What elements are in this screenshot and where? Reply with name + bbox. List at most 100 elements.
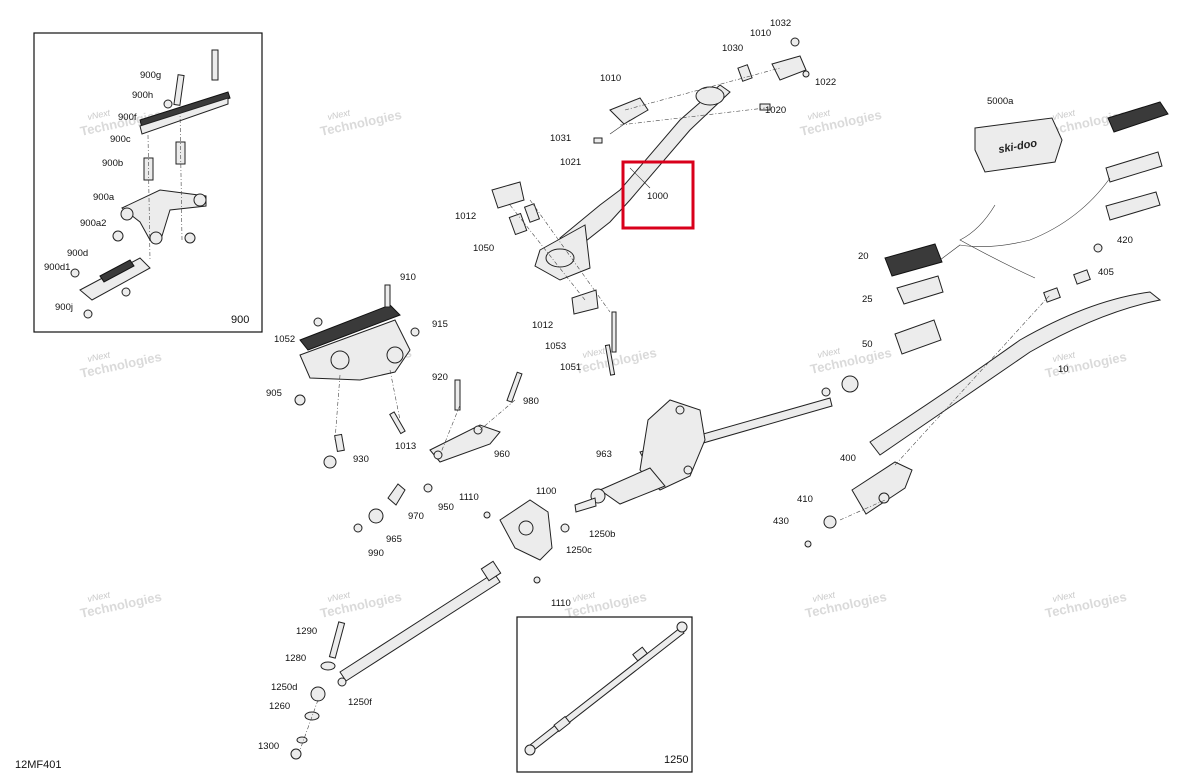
callout-1050: 1050 [473, 243, 494, 254]
screw-420 [1093, 243, 1103, 253]
grip-25 [896, 275, 944, 305]
callout-990: 990 [368, 548, 384, 559]
callout-1260: 1260 [269, 701, 290, 712]
bolt-1110 [533, 576, 541, 584]
nut [821, 387, 831, 397]
bushing-1050 [508, 212, 528, 236]
handlebar-pad [974, 117, 1063, 173]
callout-900a: 900a [93, 192, 115, 203]
bore [675, 405, 685, 415]
bore [473, 425, 483, 435]
bolt-980 [506, 371, 523, 403]
housing-bore [518, 520, 534, 536]
callout-1250b: 1250b [589, 529, 615, 540]
callout-900h: 900h [132, 90, 153, 101]
callout-1010: 1010 [750, 28, 771, 39]
callout-405: 405 [1098, 267, 1114, 278]
tie-rod-1250 [529, 627, 685, 751]
watermark: vNext Technologies [799, 107, 883, 139]
clamp-1010-right [771, 55, 807, 81]
rod-sleeve [632, 646, 648, 662]
callout-900f: 900f [118, 112, 137, 123]
callout-900d: 900d [67, 248, 88, 259]
nut [112, 230, 124, 242]
callout-1012: 1012 [532, 320, 553, 331]
rivet-900d1 [70, 268, 80, 278]
callout-1022: 1022 [815, 77, 836, 88]
link-970 [387, 483, 406, 506]
bolt-900g [173, 74, 185, 106]
callout-1053: 1053 [545, 341, 566, 352]
callout-1013: 1013 [395, 441, 416, 452]
bracket-bore [386, 346, 404, 364]
bolt-1053 [611, 311, 617, 353]
callout-965: 965 [386, 534, 402, 545]
clamp-405 [1073, 269, 1091, 285]
callout-1250d: 1250d [271, 682, 297, 693]
bolt-905 [294, 394, 306, 406]
callout-900a2: 900a2 [80, 218, 106, 229]
rail-plate-edge [139, 97, 229, 135]
clamp [1043, 287, 1061, 303]
callout-950: 950 [438, 502, 454, 513]
nut-1022 [802, 70, 810, 78]
bushing [149, 231, 163, 245]
callout-900d1: 900d1 [44, 262, 70, 273]
callout-963: 963 [596, 449, 612, 460]
pin-1020 [759, 103, 771, 111]
grip-50 [894, 319, 942, 355]
inset-1250: 1250 [516, 616, 693, 773]
callout-1052: 1052 [274, 334, 295, 345]
nut-990 [353, 523, 363, 533]
link-plate-960 [429, 424, 501, 463]
callout-1000: 1000 [647, 191, 668, 202]
spacer-right [175, 141, 186, 165]
watermark: vNext Technologies [564, 589, 648, 621]
watermark: vNext Technologies [319, 107, 403, 139]
bracket-bore [330, 350, 350, 370]
bolt-1032 [790, 37, 800, 47]
bolt-1110 [483, 511, 491, 519]
svg-text:vNext: vNext [86, 107, 111, 122]
arm-lower [598, 467, 666, 505]
steering-column-assembly: 1032 1030 1010 1010 1022 1020 1031 1021 … [455, 18, 836, 376]
callout-400: 400 [840, 453, 856, 464]
callout-420: 420 [1117, 235, 1133, 246]
callout-50: 50 [862, 339, 873, 350]
highlight-box [621, 160, 695, 230]
rod-end [676, 621, 688, 633]
callout-905: 905 [266, 388, 282, 399]
washer-1280 [320, 661, 336, 671]
nut-1300 [290, 748, 302, 760]
callout-430: 430 [773, 516, 789, 527]
callout-1290: 1290 [296, 626, 317, 637]
nut [313, 317, 323, 327]
watermark: vNext Technologies [809, 345, 893, 377]
callout-915: 915 [432, 319, 448, 330]
watermark: vNext Technologies [804, 589, 888, 621]
nut-930 [323, 455, 337, 469]
watermark: vNext Technologies [1044, 589, 1128, 621]
svg-text:vNext: vNext [86, 589, 111, 604]
callout-1032: 1032 [770, 18, 791, 29]
steering-column [559, 84, 731, 253]
plate-900d-slot [99, 259, 135, 283]
clamp-1012-lower [571, 289, 599, 315]
inset-900-frame [33, 32, 263, 333]
nut-1250f [337, 677, 347, 687]
callout-5000a: 5000a [987, 96, 1014, 107]
clamp-1012-upper [491, 181, 525, 209]
washer-900h [163, 99, 173, 109]
svg-text:vNext: vNext [86, 349, 111, 364]
callout-900g: 900g [140, 70, 161, 81]
svg-text:vNext: vNext [1051, 349, 1076, 364]
svg-text:vNext: vNext [571, 589, 596, 604]
callout-1110: 1110 [551, 598, 571, 609]
svg-text:vNext: vNext [816, 345, 841, 360]
callout-960: 960 [494, 449, 510, 460]
bolt-910 [384, 284, 391, 308]
clamp-1010-left [609, 97, 649, 125]
bolt-430 [804, 540, 812, 548]
callout-1030: 1030 [722, 43, 743, 54]
